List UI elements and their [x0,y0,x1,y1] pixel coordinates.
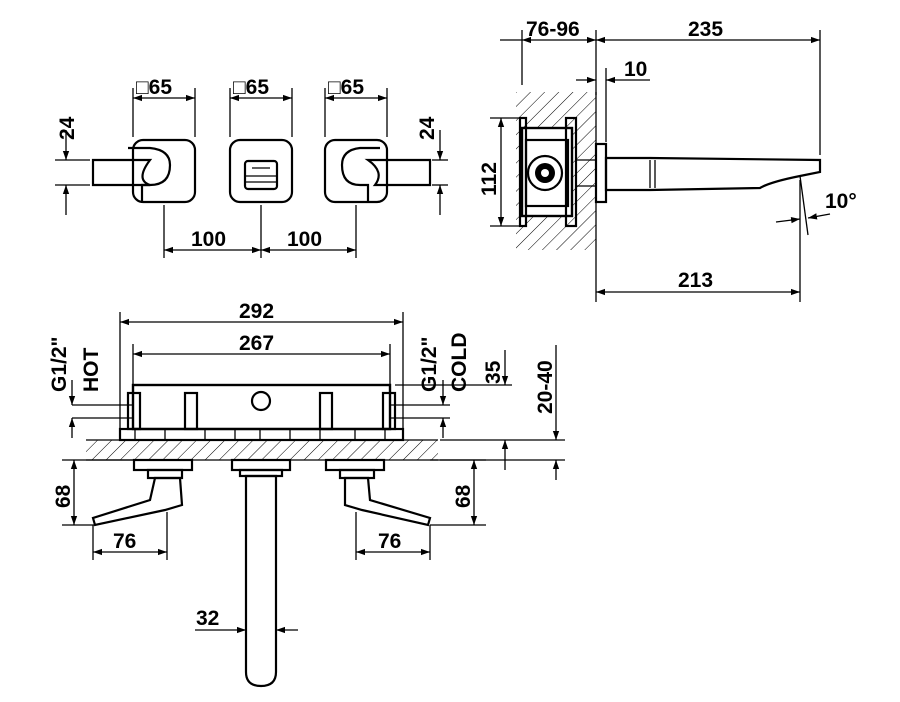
handle-height-right-label: 68 [452,484,475,508]
angle-label: 10° [825,190,857,213]
handle-height-left-label: 68 [52,484,75,508]
depth-label: 35 [482,360,505,384]
wall-thickness-label: 76-96 [526,18,580,41]
spacing-dims: 100 100 [163,205,357,258]
spacing-right-label: 100 [287,228,322,251]
square-dims: □65 □65 □65 [132,76,388,137]
spout-diameter-dim: 32 [195,607,298,634]
handle-offset-right-dim: 24 [416,116,448,215]
projection-label: 235 [688,18,723,41]
right-handle-plan [324,458,432,527]
handle-length-right-label: 76 [378,530,401,553]
body-box-side [518,116,596,228]
handle-length-right-dim: 76 [355,512,431,560]
spout-diameter-label: 32 [196,607,219,630]
cold-thread-label: G1/2" [418,337,441,392]
center-plate-front [228,138,294,204]
body-height-label: 112 [478,162,501,196]
rough-body-plan [118,383,405,442]
cold-inlet: G1/2" COLD [390,333,471,438]
plan-view: 292 267 G1/2" HOT G1/2" COLD [48,300,565,688]
handle-length-left-dim: 76 [92,512,168,560]
plate-depth-label: 10 [624,58,647,81]
spout-plan [230,458,292,688]
handle-height-right-dim: 68 [430,459,486,526]
handle-offset-left-label: 24 [56,116,79,140]
hot-label: HOT [80,348,103,393]
body-width-label: 267 [239,332,274,355]
handle-height-left-dim: 68 [52,459,134,526]
side-view: 76-96 235 10 112 10° 213 [478,18,857,302]
wall-range-label: 20-40 [534,360,557,414]
left-handle-front [91,138,197,204]
spacing-left-label: 100 [191,228,226,251]
square-dim-center: □65 [233,76,269,99]
overall-width-label: 292 [239,300,274,323]
spout-length-label: 213 [678,269,713,292]
hot-thread-label: G1/2" [48,337,71,392]
handle-offset-right-label: 24 [416,116,439,140]
handle-offset-left-dim: 24 [55,116,90,215]
hot-inlet: G1/2" HOT [48,337,133,438]
spout-side [594,142,822,204]
square-dim-right: □65 [328,76,364,99]
handle-length-left-label: 76 [113,530,136,553]
depth-dim: 35 [395,350,512,470]
right-handle-front [323,138,432,204]
square-dim-left: □65 [136,76,172,99]
left-handle-plan [91,458,194,527]
wall-band [86,440,438,460]
cold-label: COLD [448,333,471,393]
front-view: □65 □65 □65 24 24 [55,76,448,258]
